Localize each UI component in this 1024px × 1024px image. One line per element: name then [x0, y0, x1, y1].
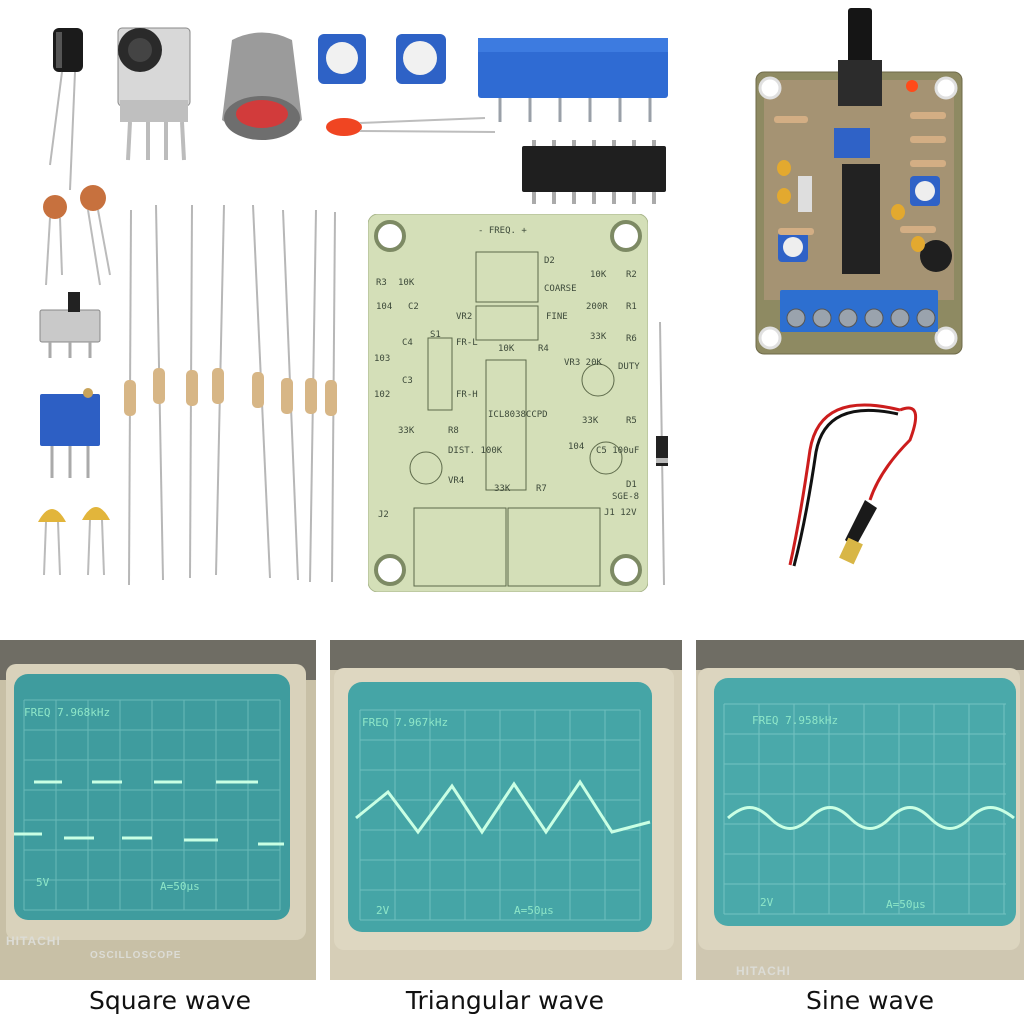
pcb-label-c3: C3 [402, 376, 413, 386]
bare-pcb [368, 214, 648, 592]
pcb-label-s1: S1 [430, 330, 441, 340]
scope-brand: HITACHI [736, 964, 791, 978]
pcb-label-r1: R1 [626, 302, 637, 312]
caption-square-wave: Square wave [89, 986, 251, 1015]
pcb-label-r6: R6 [626, 334, 637, 344]
pcb-label-c4: C4 [402, 338, 413, 348]
pcb-label-c5: C5 100uF [596, 446, 640, 456]
pcb-label-r6-value: 33K [590, 332, 607, 342]
pcb-label-d2: D2 [544, 256, 555, 266]
pcb-label-r7: R7 [536, 484, 547, 494]
scope-freq-readout: FREQ 7.968kHz [24, 706, 111, 719]
pcb-label-r5: R5 [626, 416, 637, 426]
pcb-label-fr-l: FR-L [456, 338, 478, 348]
pcb-label-r5-value: 33K [582, 416, 599, 426]
pcb-label-r4: R4 [538, 344, 549, 354]
slide-switch [39, 292, 101, 358]
scope-volts-readout: 2V [376, 904, 390, 917]
pcb-label-vr2: VR2 [456, 312, 473, 322]
pcb-label-r2: R2 [626, 270, 637, 280]
ic-chip [522, 140, 666, 204]
scope-volts-readout: 2V [760, 896, 774, 909]
scope-brand: HITACHI [6, 934, 61, 948]
caption-sine-wave: Sine wave [806, 986, 934, 1015]
scope-model: OSCILLOSCOPE [90, 950, 182, 961]
pcb-label-r7-value: 33K [494, 484, 511, 494]
parts-illustration [38, 27, 918, 586]
electrolytic-capacitor [49, 28, 83, 191]
yellow-capacitors [38, 507, 110, 576]
terminal-block [478, 38, 668, 122]
rotary-potentiometer [117, 27, 191, 161]
led [326, 117, 496, 136]
pcb-label-r8-value: 33K [398, 426, 415, 436]
scope-graticule [723, 703, 1015, 915]
pcb-label-cap104b: 104 [568, 442, 585, 452]
oscilloscope-triangle: FREQ 7.967kHz 2V A=50µs [330, 640, 682, 980]
scope-time-readout: A=50µs [514, 904, 554, 917]
pcb-label-sge: SGE-8 [612, 492, 640, 502]
pcb-label-d1: D1 [626, 480, 637, 490]
pcb-label-r4-value: 10K [498, 344, 515, 354]
pcb-label-cap103: 103 [374, 354, 391, 364]
caption-triangular-wave: Triangular wave [405, 986, 605, 1015]
assembled-board [755, 8, 963, 355]
scope-time-readout: A=50µs [160, 880, 200, 893]
bare-pcb-labels: - FREQ. + R3 10K 10K R2 D2 COARSE 200R R… [368, 214, 648, 592]
pcb-label-vr3: VR3 20K [564, 358, 602, 368]
pcb-label-r3-value: 10K [398, 278, 415, 288]
pcb-label-j1: J1 12V [604, 508, 637, 518]
scope-graticule [14, 699, 284, 911]
diode [656, 321, 668, 586]
scope-freq-readout: FREQ 7.967kHz [362, 716, 449, 729]
knob [222, 32, 302, 140]
multiturn-trimmer [40, 388, 100, 478]
pcb-label-coarse: COARSE [544, 284, 577, 294]
scope-volts-readout: 5V [36, 876, 50, 889]
pcb-label-c2: C2 [408, 302, 419, 312]
pcb-label-r3: R3 [376, 278, 387, 288]
oscilloscope-sine: FREQ 7.958kHz 2V A=50µs HITACHI [696, 640, 1024, 980]
pcb-label-vr4: VR4 [448, 476, 465, 486]
trimmer-potentiometers [318, 34, 446, 84]
pcb-label-r2-value: 10K [590, 270, 607, 280]
pcb-label-fine: FINE [546, 312, 568, 322]
pcb-label-cap104a: 104 [376, 302, 393, 312]
oscilloscope-square: FREQ 7.968kHz 5V A=50µs HITACHI OSCILLOS… [0, 640, 316, 980]
scope-freq-readout: FREQ 7.958kHz [752, 714, 839, 727]
pcb-label-r1-value: 200R [586, 302, 608, 312]
pcb-label-ic: ICL8038CCPD [488, 410, 548, 420]
pcb-label-dist: DIST. 100K [448, 446, 503, 456]
pcb-label-fr-h: FR-H [456, 390, 478, 400]
ceramic-capacitors [43, 185, 111, 286]
scope-time-readout: A=50µs [886, 898, 926, 911]
scope-graticule [355, 709, 651, 921]
dc-power-cable [788, 403, 918, 567]
pcb-label-freq: - FREQ. + [478, 226, 527, 236]
pcb-label-j2: J2 [378, 510, 389, 520]
pcb-label-r8: R8 [448, 426, 459, 436]
scope-screen [714, 678, 1016, 926]
pcb-label-duty: DUTY [618, 362, 640, 372]
pcb-label-cap102: 102 [374, 390, 391, 400]
resistors [124, 204, 337, 586]
